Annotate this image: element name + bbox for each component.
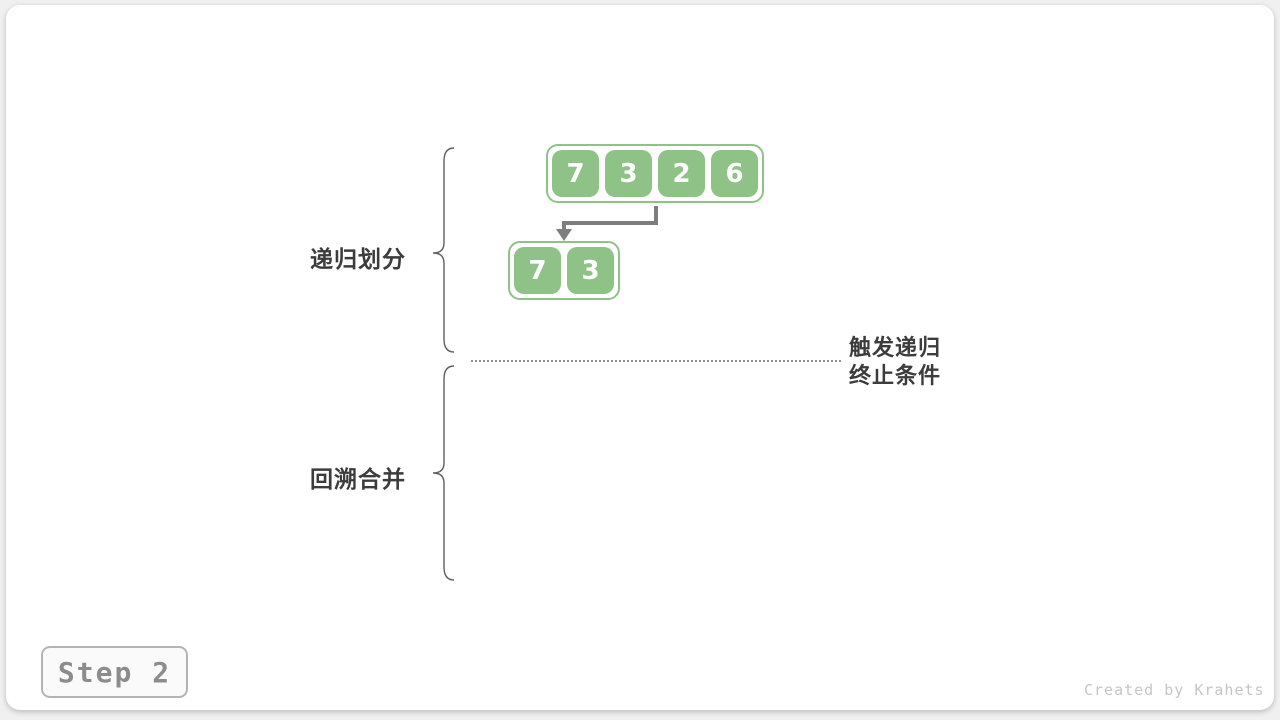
brace-merge-icon xyxy=(432,365,455,581)
termination-annotation: 触发递归 终止条件 xyxy=(849,334,941,390)
array-cell: 7 xyxy=(552,150,599,197)
watermark-credit: Created by Krahets xyxy=(1084,681,1265,699)
diagram-card: 7 3 2 6 7 3 递归划分 回溯合并 触发递归 终止条件 Step 2 C… xyxy=(6,5,1274,710)
phase-label-backtrack-merge: 回溯合并 xyxy=(310,466,406,492)
array-cell: 6 xyxy=(711,150,758,197)
termination-dotted-line xyxy=(471,360,841,362)
array-cell: 3 xyxy=(605,150,652,197)
array-cell: 2 xyxy=(658,150,705,197)
split-arrow-head-icon xyxy=(556,229,572,241)
phase-label-recursive-partition: 递归划分 xyxy=(310,246,406,272)
brace-recursion-icon xyxy=(432,147,455,353)
termination-annotation-line2: 终止条件 xyxy=(849,363,942,388)
array-top: 7 3 2 6 xyxy=(546,144,764,203)
array-cell: 3 xyxy=(567,247,614,294)
split-arrow-line xyxy=(562,206,658,230)
connector-overlay xyxy=(432,147,658,581)
array-child: 7 3 xyxy=(508,241,620,300)
termination-annotation-line1: 触发递归 xyxy=(849,335,942,360)
array-cell: 7 xyxy=(514,247,561,294)
step-badge: Step 2 xyxy=(41,646,188,698)
